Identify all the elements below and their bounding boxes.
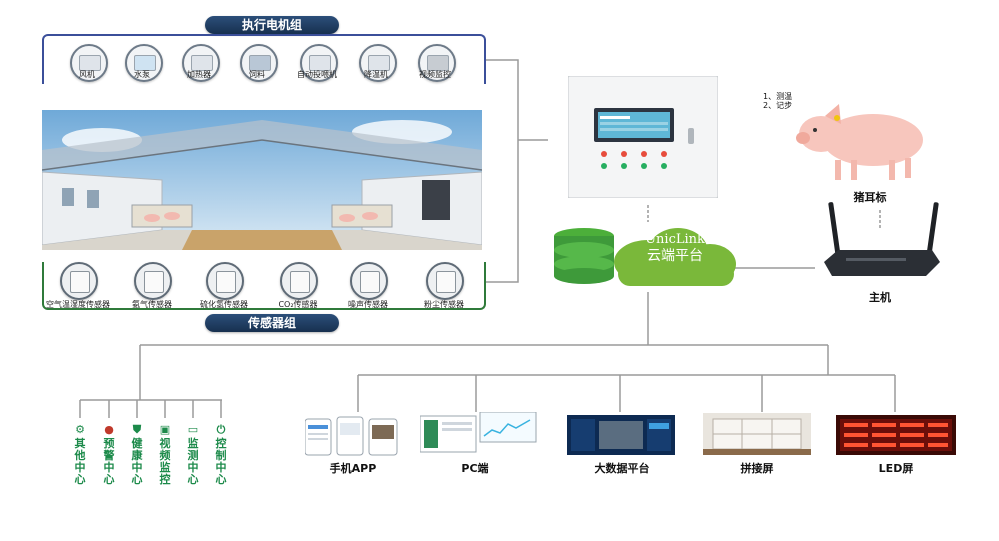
terminal-label: 手机APP [329,462,377,475]
actuator-label: 视频监控 [419,70,451,79]
sensor-label: 空气温湿度传感器 [46,300,110,309]
cloud-line-1: UnicLink [645,232,705,247]
sensor-bracket [42,262,486,310]
camera-icon [418,44,456,82]
actuator-group-title: 执行电机组 [205,16,339,34]
ear-tag-notes: 1、测温 2、记步 [763,92,792,110]
cloud-line-2: 云端平台 [647,248,703,264]
terminal-label: 大数据平台 [594,462,650,475]
camera-icon[interactable]: ▣ [159,423,171,436]
center-label[interactable]: 视频监控 [159,437,171,486]
actuator-bracket [42,34,486,84]
power-icon[interactable]: ⏻ [216,423,226,436]
actuator-label: 加热器 [187,70,211,79]
sensor-label: CO₂传感器 [278,300,318,309]
alert-icon[interactable]: ● [104,423,114,436]
control-cabinet [568,76,718,198]
feeder-icon [300,44,338,82]
actuator-label: 风机 [79,70,95,79]
cooler-icon [359,44,397,82]
sensor-label: 粉尘传感器 [424,300,464,309]
pump-icon [125,44,163,82]
noise-sensor-icon [350,262,388,300]
center-label[interactable]: 预警中心 [103,437,115,486]
led-screen-icon [836,415,956,455]
temperature-humidity-sensor-icon [60,262,98,300]
shield-icon[interactable]: ⛊ [132,423,142,436]
ammonia-sensor-icon [134,262,172,300]
pc-screen-icon [420,412,537,453]
ear-tag-note: 2、记步 [763,101,793,110]
pig-icon [796,104,923,180]
dust-sensor-icon [426,262,464,300]
co2-sensor-icon [280,262,318,300]
ear-tag-label: 猪耳标 [853,191,887,204]
monitor-icon[interactable]: ▭ [187,423,199,436]
host-router-icon [824,202,940,276]
ear-tag-note: 1、测温 [763,92,793,101]
feed-icon [240,44,278,82]
cloud-platform-label: UnicLink 云端平台 [620,232,730,264]
actuator-label: 自动投喂机 [297,70,337,79]
h2s-sensor-icon [206,262,244,300]
sensor-label: 氨气传感器 [132,300,172,309]
center-label[interactable]: 健康中心 [131,437,143,486]
actuator-label: 饲料 [249,70,265,79]
sensor-group-title: 传感器组 [205,314,339,332]
actuator-label: 水泵 [134,70,150,79]
mobile-app-screens-icon [305,416,398,456]
gear-icon[interactable]: ⚙ [75,423,85,436]
heater-icon [182,44,220,82]
center-label[interactable]: 其他中心 [74,437,86,486]
sensor-label: 硫化氢传感器 [200,300,248,309]
pig-house-illustration [42,110,482,250]
terminal-label: LED屏 [878,462,914,475]
terminal-label: PC端 [461,462,489,475]
splice-screen-icon [703,413,811,455]
center-label[interactable]: 监测中心 [187,437,199,486]
big-data-platform-icon [567,415,675,455]
terminal-label: 拼接屏 [740,462,774,475]
actuator-label: 降温机 [364,70,388,79]
host-label: 主机 [869,291,891,304]
sensor-label: 噪声传感器 [348,300,388,309]
fan-icon [70,44,108,82]
center-label[interactable]: 控制中心 [215,437,227,486]
cloud-platform-icon [554,228,736,286]
